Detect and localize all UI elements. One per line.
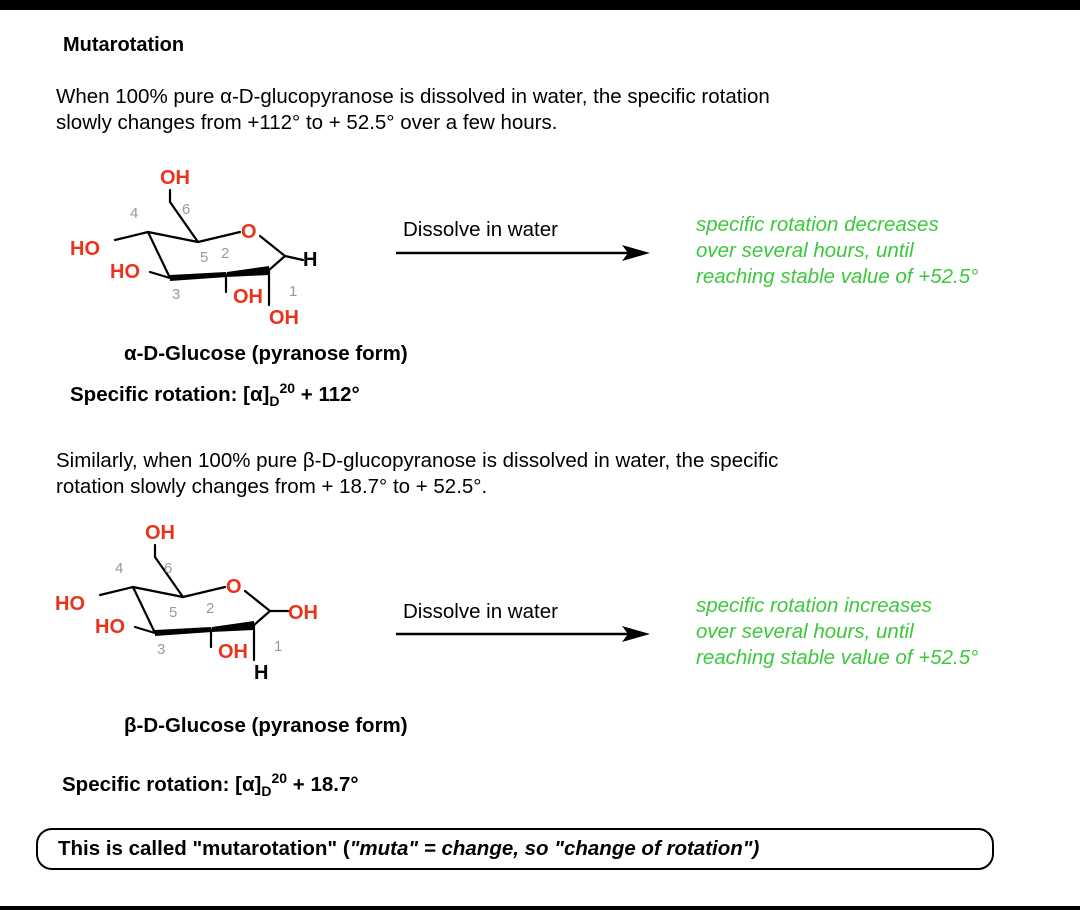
c4-hydroxyl-label: HO bbox=[55, 593, 85, 615]
carbon-number-3: 3 bbox=[172, 286, 180, 303]
result-line: reaching stable value of +52.5° bbox=[696, 646, 979, 669]
ring-oxygen-label: O bbox=[241, 221, 257, 243]
callout-text: This is called "mutarotation" ( bbox=[58, 837, 350, 860]
alpha-spec-subscript: D bbox=[269, 392, 280, 409]
anomeric-hydroxyl-label: OH bbox=[288, 602, 318, 624]
result-line: over several hours, until bbox=[696, 620, 914, 643]
carbon-number-4: 4 bbox=[130, 205, 138, 222]
carbon-number-5: 5 bbox=[169, 604, 177, 621]
reaction-arrow-2 bbox=[396, 626, 650, 642]
alpha-glucose-caption: α-D-Glucose (pyranose form) bbox=[124, 342, 408, 365]
beta-spec-prefix: Specific rotation: [α] bbox=[62, 772, 262, 796]
carbon-number-2: 2 bbox=[206, 600, 214, 617]
intro-line-2: slowly changes from +112° to + 52.5° ove… bbox=[56, 111, 558, 134]
reaction-arrow-label-2: Dissolve in water bbox=[403, 600, 558, 623]
c2-hydroxyl-label: OH bbox=[233, 286, 263, 308]
result-text-increases: specific rotation increases over several… bbox=[696, 593, 978, 671]
ring-oxygen-label: O bbox=[226, 576, 242, 598]
beta-glucose-caption: β-D-Glucose (pyranose form) bbox=[124, 714, 408, 737]
c3-hydroxyl-label: HO bbox=[110, 261, 140, 283]
alpha-spec-prefix: Specific rotation: [α] bbox=[70, 382, 270, 406]
carbon-number-4: 4 bbox=[115, 560, 123, 577]
intro-line-1: Similarly, when 100% pure β-D-glucopyran… bbox=[56, 449, 779, 472]
anomeric-hydrogen-label: H bbox=[254, 662, 268, 684]
c6-hydroxyl-label: OH bbox=[145, 522, 175, 544]
beta-spec-subscript: D bbox=[261, 782, 272, 799]
beta-spec-value: + 18.7° bbox=[287, 772, 359, 796]
mutarotation-definition-box: This is called "mutarotation" ("muta" = … bbox=[36, 828, 994, 870]
page-title: Mutarotation bbox=[63, 34, 185, 56]
intro-paragraph-beta: Similarly, when 100% pure β-D-glucopyran… bbox=[56, 448, 778, 500]
result-text-decreases: specific rotation decreases over several… bbox=[696, 212, 978, 290]
alpha-spec-value: + 112° bbox=[295, 382, 360, 406]
result-line: reaching stable value of +52.5° bbox=[696, 265, 979, 288]
c3-hydroxyl-label: HO bbox=[95, 616, 125, 638]
reaction-arrow-label-1: Dissolve in water bbox=[403, 218, 558, 241]
alpha-specific-rotation: Specific rotation: [α]D20 + 112° bbox=[70, 380, 360, 409]
intro-line-1: When 100% pure α-D-glucopyranose is diss… bbox=[56, 85, 770, 108]
c6-hydroxyl-label: OH bbox=[160, 167, 190, 189]
intro-paragraph-alpha: When 100% pure α-D-glucopyranose is diss… bbox=[56, 84, 770, 136]
beta-glucose-structure: OH HO HO OH OH H O 1 2 3 4 5 6 bbox=[55, 522, 318, 684]
alpha-glucose-structure: OH HO HO OH OH H O 1 2 3 4 5 6 bbox=[70, 167, 317, 329]
top-border bbox=[0, 0, 1080, 10]
callout-italic-text: "muta" = change, so "change of rotation"… bbox=[349, 837, 760, 860]
reaction-arrow-1 bbox=[396, 245, 650, 261]
carbon-number-5: 5 bbox=[200, 249, 208, 266]
anomeric-hydroxyl-label: OH bbox=[269, 307, 299, 329]
intro-line-2: rotation slowly changes from + 18.7° to … bbox=[56, 475, 488, 498]
result-line: specific rotation decreases bbox=[696, 213, 939, 236]
carbon-number-2: 2 bbox=[221, 245, 229, 262]
bottom-border bbox=[0, 906, 1080, 910]
result-line: specific rotation increases bbox=[696, 594, 932, 617]
carbon-number-3: 3 bbox=[157, 641, 165, 658]
carbon-number-6: 6 bbox=[164, 560, 172, 577]
beta-specific-rotation: Specific rotation: [α]D20 + 18.7° bbox=[62, 770, 359, 799]
anomeric-hydrogen-label: H bbox=[303, 249, 317, 271]
c4-hydroxyl-label: HO bbox=[70, 238, 100, 260]
carbon-number-1: 1 bbox=[274, 638, 282, 655]
alpha-spec-superscript: 20 bbox=[279, 380, 296, 396]
result-line: over several hours, until bbox=[696, 239, 914, 262]
carbon-number-6: 6 bbox=[182, 201, 190, 218]
carbon-number-1: 1 bbox=[289, 283, 297, 300]
c2-hydroxyl-label: OH bbox=[218, 641, 248, 663]
beta-spec-superscript: 20 bbox=[271, 770, 288, 786]
